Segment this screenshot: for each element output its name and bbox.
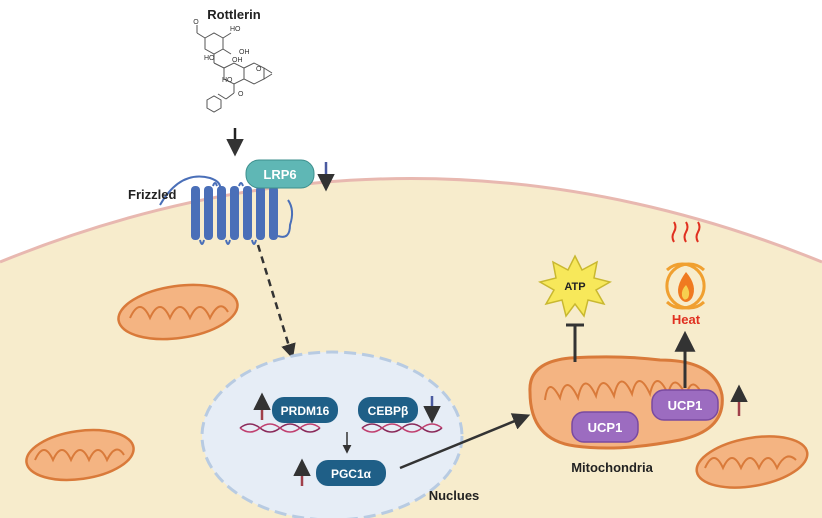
lrp6-box <box>245 159 315 189</box>
signal-dashed-arrow <box>256 244 296 359</box>
svg-text:OH: OH <box>232 57 243 64</box>
ucp1-left-box <box>571 411 639 443</box>
prdm16-label: PRDM16 <box>281 404 330 418</box>
pgc1a-box <box>316 460 386 486</box>
mitochondrion-decor-3 <box>695 435 809 489</box>
ucp1-right-label: UCP1 <box>668 398 703 413</box>
heat-icon <box>665 221 706 310</box>
ucp1-left-label: UCP1 <box>588 420 623 435</box>
svg-text:HO: HO <box>222 77 233 84</box>
nucleus-label: Nuclues <box>429 488 480 503</box>
rottlerin-structure <box>196 25 273 113</box>
frizzled-receptor <box>159 175 294 245</box>
mitochondria-label: Mitochondria <box>571 460 653 475</box>
pgc1a-label: PGC1α <box>331 467 372 481</box>
cebpb-label: CEBPβ <box>368 404 409 418</box>
svg-text:HO: HO <box>230 26 241 33</box>
rottlerin-atoms: O HO OH HO OH HO O O <box>193 19 262 98</box>
lrp6-label: LRP6 <box>263 167 296 182</box>
nucleus <box>200 350 464 518</box>
prdm16-box <box>272 397 338 423</box>
cebpb-box <box>358 397 418 423</box>
pgc1a-to-mito-arrow <box>399 413 531 470</box>
mitochondrion-decor-1 <box>117 283 239 341</box>
compound-name: Rottlerin <box>207 7 261 22</box>
atp-burst <box>538 254 612 318</box>
frizzled-label: Frizzled <box>128 187 176 202</box>
heat-label: Heat <box>672 312 701 327</box>
dna-left <box>239 423 321 433</box>
atp-label: ATP <box>564 281 585 293</box>
mitochondrion-decor-2 <box>25 428 135 482</box>
svg-text:O: O <box>238 91 244 98</box>
svg-text:O: O <box>256 66 262 73</box>
svg-text:OH: OH <box>239 49 250 56</box>
dna-right <box>361 423 443 433</box>
svg-text:O: O <box>193 19 199 26</box>
cell-membrane <box>0 177 822 264</box>
ucp1-right-box <box>651 389 719 421</box>
svg-text:HO: HO <box>204 55 215 62</box>
